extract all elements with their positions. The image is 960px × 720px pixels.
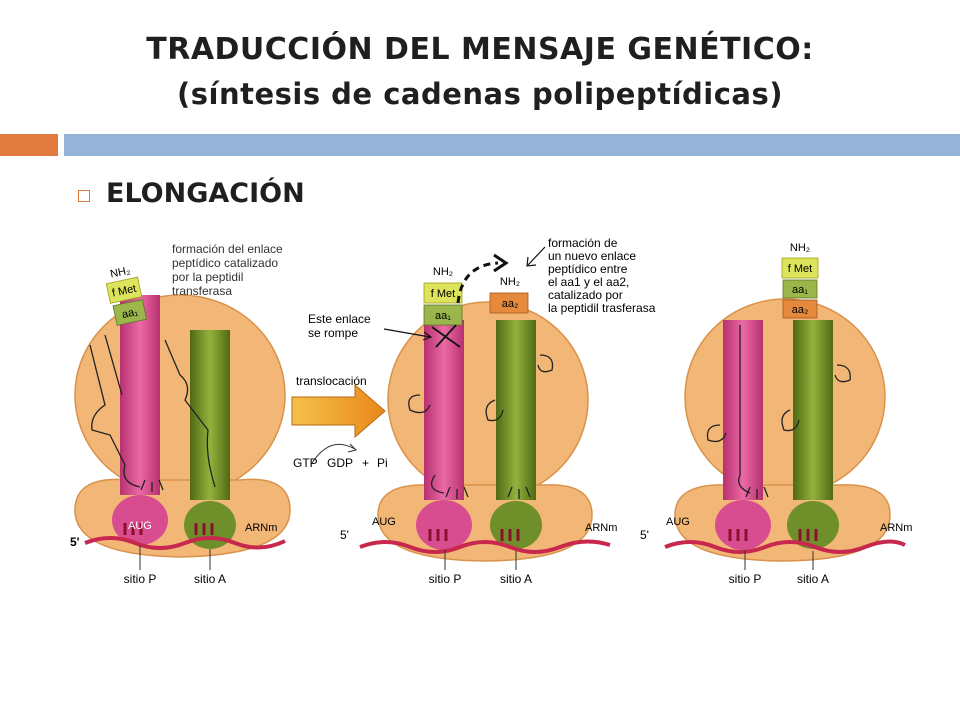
translocation-arrow-icon — [291, 383, 386, 439]
broken-bond-icon — [431, 324, 461, 348]
mrna-label: ARNm — [245, 522, 277, 534]
aa2-box — [782, 299, 818, 319]
gtp-label: GTP — [293, 456, 318, 470]
aa1-label: aa₁ — [435, 310, 451, 322]
gdp-label: GDP — [327, 456, 353, 470]
formation-note-line-3: peptídico entre — [548, 262, 628, 276]
five-prime-label: 5' — [340, 528, 349, 542]
section-heading: ELONGACIÓN — [106, 178, 305, 209]
mrna-strand — [84, 536, 286, 550]
panel-1: NH₂ f Met aa₁ formación del enlace peptí… — [70, 242, 291, 586]
site-p-label: sitio P — [124, 572, 157, 586]
trna-a-stem — [496, 320, 536, 500]
five-prime-label: 5' — [70, 535, 80, 549]
nh2-label: NH₂ — [790, 242, 810, 254]
accent-bar-orange — [0, 134, 58, 156]
fmet-label: f Met — [111, 283, 137, 300]
trna-p-stem — [723, 320, 763, 500]
elongation-figure: NH₂ f Met aa₁ formación del enlace peptí… — [70, 236, 912, 586]
nh2-right-label: NH₂ — [500, 276, 520, 288]
aa1-box — [112, 299, 148, 326]
ribosome-large-subunit — [684, 298, 886, 496]
trna-a-anticodon-loop — [184, 501, 236, 549]
fmet-box — [781, 257, 819, 279]
fmet-box — [105, 276, 143, 304]
new-bond-note: formación de un nuevo enlace peptídico e… — [548, 236, 656, 315]
site-a-label: sitio A — [194, 572, 226, 586]
bond-break-note: Este enlace se rompe — [308, 312, 374, 340]
title-line-2: (síntesis de cadenas polipeptídicas) — [176, 77, 783, 111]
note-line-2: peptídico catalizado — [172, 256, 278, 270]
mrna-strand — [664, 539, 906, 554]
site-p-label: sitio P — [729, 572, 762, 586]
aa1-label: aa₁ — [121, 306, 139, 321]
formation-note-line-4: el aa1 y el aa2, — [548, 275, 629, 289]
nh2-left-label: NH₂ — [433, 266, 453, 278]
note-line-4: transferasa — [172, 284, 232, 298]
formation-note-line-2: un nuevo enlace — [548, 249, 636, 263]
nh2-label: NH₂ — [109, 265, 131, 281]
peptide-bond-note: formación del enlace peptídico catalizad… — [172, 242, 286, 298]
mrna-label: ARNm — [880, 522, 912, 534]
site-p-label: sitio P — [429, 572, 462, 586]
break-note-line-1: Este enlace — [308, 312, 371, 326]
trna-p-stem — [120, 295, 160, 495]
new-bond-arrow-icon — [456, 261, 499, 304]
aa2-box — [489, 292, 529, 314]
aa1-label: aa₁ — [792, 284, 808, 296]
trna-p-anticodon-loop — [416, 500, 472, 550]
mrna-label: ARNm — [585, 522, 617, 534]
fmet-label: f Met — [788, 263, 812, 275]
fmet-label: f Met — [431, 288, 455, 300]
title-line-1: TRADUCCIÓN DEL MENSAJE GENÉTICO: — [146, 32, 814, 67]
site-a-label: sitio A — [797, 572, 829, 586]
formation-note-line-6: la peptidil trasferasa — [548, 301, 656, 315]
codon-label: AUG — [372, 516, 396, 528]
break-note-line-2: se rompe — [308, 326, 358, 340]
trna-p-stem — [424, 320, 464, 500]
codon-label: AUG — [128, 520, 152, 532]
trna-p-anticodon-loop — [715, 500, 771, 550]
slide-title: TRADUCCIÓN DEL MENSAJE GENÉTICO: (síntes… — [0, 28, 960, 116]
aa1-box — [782, 279, 818, 299]
formation-note-line-1: formación de — [548, 236, 618, 250]
ribosome-small-subunit — [377, 484, 593, 562]
panel-3: NH₂ f Met aa₁ aa₂ 5' AUG ARNm sitio P si… — [640, 242, 912, 586]
translocation-arrow-group: translocación GTP GDP + Pi — [291, 374, 388, 470]
aa2-label: aa₂ — [502, 298, 519, 310]
formation-note-line-5: catalizado por — [548, 288, 623, 302]
plus-label: + — [362, 456, 369, 470]
note-line-1: formación del enlace — [172, 242, 283, 256]
fmet-box — [423, 282, 463, 304]
translocation-label: translocación — [296, 374, 367, 388]
accent-bar-blue — [64, 134, 960, 156]
aa2-label: aa₂ — [792, 304, 809, 316]
site-a-label: sitio A — [500, 572, 532, 586]
codon-label: AUG — [666, 516, 690, 528]
mrna-strand — [359, 539, 611, 554]
panel-2: NH₂ f Met aa₁ NH₂ aa₂ Este enlace se rom… — [308, 236, 656, 586]
ribosome-large-subunit — [387, 301, 589, 499]
note-line-3: por la peptidil — [172, 270, 243, 284]
pi-label: Pi — [377, 456, 388, 470]
aa1-box — [423, 304, 463, 326]
ribosome-large-subunit — [74, 294, 286, 496]
trna-a-stem — [793, 320, 833, 500]
five-prime-label: 5' — [640, 528, 649, 542]
bullet-square-icon — [78, 190, 90, 202]
